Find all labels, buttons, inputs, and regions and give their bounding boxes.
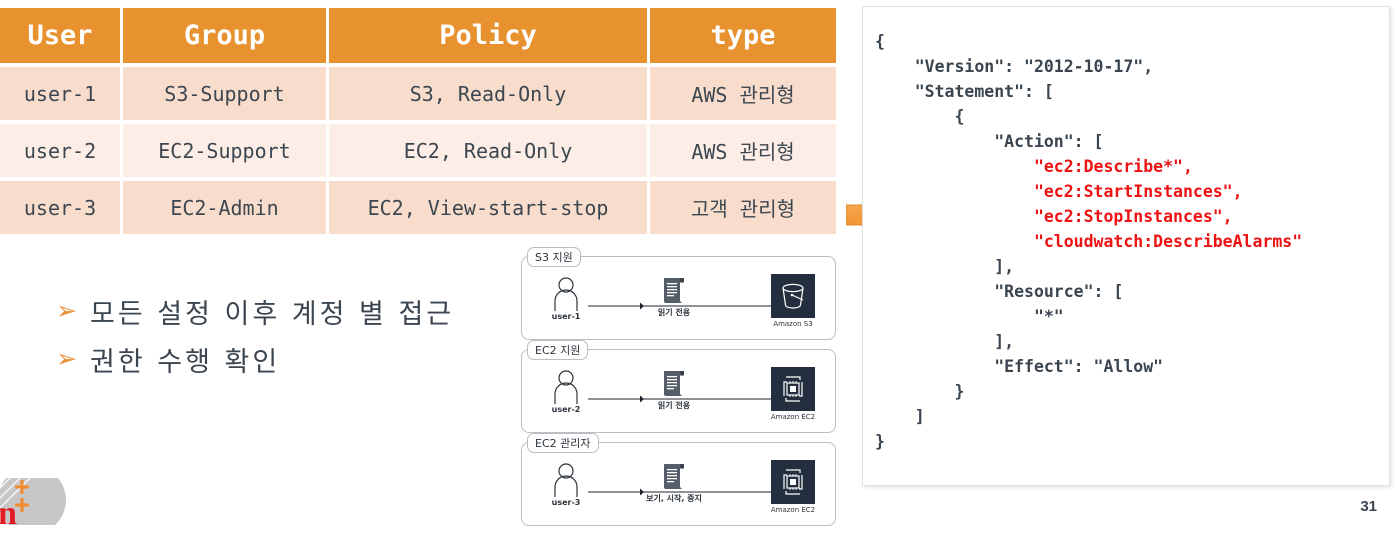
diagram-service-label: Amazon EC2 — [770, 506, 816, 514]
iam-policy-json-panel: { "Version": "2012-10-17", "Statement": … — [862, 6, 1390, 486]
cell-user: user-3 — [0, 181, 120, 234]
cell-group: EC2-Admin — [123, 181, 326, 234]
diagram-service-label: Amazon EC2 — [770, 413, 816, 421]
policy-json-line: "Statement": [ — [875, 82, 1054, 101]
architecture-diagrams: S3 지원 user-1 — [521, 247, 836, 535]
list-item: ➢ 모든 설정 이후 계정 별 접근 — [56, 292, 526, 331]
policy-json-line: "ec2:StopInstances", — [875, 207, 1233, 226]
policy-json-line: { — [875, 32, 885, 51]
cell-user: user-1 — [0, 67, 120, 120]
diagram-policy-label: 읽기 전용 — [657, 308, 691, 317]
cell-type: AWS 관리형 — [650, 124, 836, 177]
column-header-user: User — [0, 8, 120, 63]
policy-json-line: "*" — [875, 307, 1064, 326]
diagram-policy-label: 보기, 시작, 중지 — [646, 494, 702, 503]
policy-json-line: } — [875, 382, 965, 401]
diagram-user: user-1 — [544, 277, 588, 321]
diagram-panel-ec2-support: EC2 지원 user-2 — [521, 340, 836, 433]
diagram-service: Amazon EC2 — [765, 367, 821, 421]
list-item: ➢ 권한 수행 확인 — [56, 340, 526, 379]
cell-group: EC2-Support — [123, 124, 326, 177]
column-header-policy: Policy — [329, 8, 647, 63]
page-number: 31 — [1360, 498, 1377, 515]
cell-user: user-2 — [0, 124, 120, 177]
diagram-user: user-3 — [544, 463, 588, 507]
ec2-instance-icon — [771, 367, 815, 411]
diagram-user-label: user-2 — [551, 405, 581, 414]
bullet-text: 모든 설정 이후 계정 별 접근 — [90, 299, 455, 330]
company-logo: n — [0, 478, 80, 525]
diagram-policy: 읽기 전용 — [644, 275, 704, 318]
diagram-group-title: EC2 지원 — [527, 340, 589, 360]
diagram-policy: 보기, 시작, 중지 — [644, 461, 704, 504]
cell-policy: S3, Read-Only — [329, 67, 647, 120]
diagram-group-title: S3 지원 — [527, 247, 581, 267]
table-row: user-3 EC2-Admin EC2, View-start-stop 고객… — [0, 181, 836, 234]
diagram-user: user-2 — [544, 370, 588, 414]
s3-bucket-icon — [771, 274, 815, 318]
svg-text:n: n — [0, 495, 17, 525]
policy-json-line: "Resource": [ — [875, 282, 1124, 301]
user-icon — [554, 463, 578, 497]
cell-policy: EC2, View-start-stop — [329, 181, 647, 234]
chevron-right-icon: ➢ — [56, 345, 77, 373]
diagram-panel-ec2-admin: EC2 관리자 user-3 — [521, 433, 836, 526]
bullet-text: 권한 수행 확인 — [90, 347, 281, 378]
diagram-policy: 읽기 전용 — [644, 368, 704, 411]
policy-document-icon — [664, 371, 684, 396]
table-header-row: User Group Policy type — [0, 8, 836, 63]
diagram-user-label: user-1 — [551, 312, 581, 321]
policy-json-line: "Action": [ — [875, 132, 1104, 151]
column-header-type: type — [650, 8, 836, 63]
policy-json-line: "ec2:Describe*", — [875, 157, 1193, 176]
policy-document-icon — [664, 278, 684, 303]
diagram-panel-s3-support: S3 지원 user-1 — [521, 247, 836, 340]
policy-json-line: { — [875, 107, 965, 126]
cell-group: S3-Support — [123, 67, 326, 120]
diagram-group-title: EC2 관리자 — [527, 433, 599, 453]
iam-permissions-table: User Group Policy type user-1 S3-Support… — [0, 8, 836, 238]
table-row: user-2 EC2-Support EC2, Read-Only AWS 관리… — [0, 124, 836, 177]
policy-json-line: ], — [875, 332, 1015, 351]
diagram-service: Amazon S3 — [765, 274, 821, 328]
table-row: user-1 S3-Support S3, Read-Only AWS 관리형 — [0, 67, 836, 120]
user-icon — [554, 277, 578, 311]
policy-json-line: ] — [875, 407, 925, 426]
diagram-policy-label: 읽기 전용 — [657, 401, 691, 410]
diagram-user-label: user-3 — [551, 498, 581, 507]
policy-json-line: "Effect": "Allow" — [875, 357, 1164, 376]
cell-policy: EC2, Read-Only — [329, 124, 647, 177]
diagram-service: Amazon EC2 — [765, 460, 821, 514]
policy-json-line: ], — [875, 257, 1015, 276]
policy-json-line: } — [875, 432, 885, 451]
user-icon — [554, 370, 578, 404]
bullet-list: ➢ 모든 설정 이후 계정 별 접근 ➢ 권한 수행 확인 — [56, 292, 526, 388]
diagram-service-label: Amazon S3 — [773, 320, 813, 328]
ec2-instance-icon — [771, 460, 815, 504]
policy-json-line: "ec2:StartInstances", — [875, 182, 1243, 201]
column-header-group: Group — [123, 8, 326, 63]
policy-json-line: "Version": "2012-10-17", — [875, 57, 1154, 76]
policy-json-code: { "Version": "2012-10-17", "Statement": … — [863, 7, 1389, 454]
cell-type: 고객 관리형 — [650, 181, 836, 234]
policy-json-line: "cloudwatch:DescribeAlarms" — [875, 232, 1303, 251]
cell-type: AWS 관리형 — [650, 67, 836, 120]
chevron-right-icon: ➢ — [56, 297, 77, 325]
policy-document-icon — [664, 464, 684, 489]
